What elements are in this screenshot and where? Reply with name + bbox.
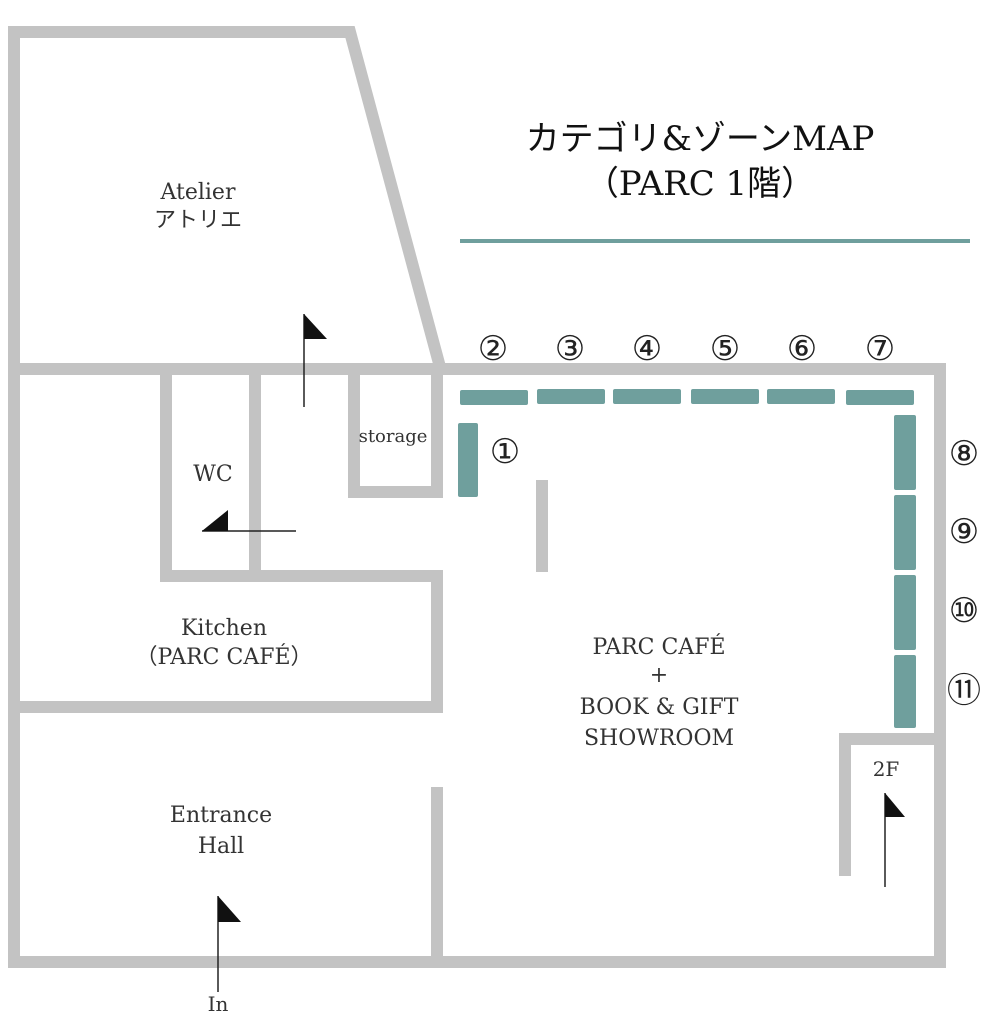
entry-label: In — [208, 992, 229, 1016]
shelf-zone-1 — [458, 423, 478, 497]
zone-number-9: ⑨ — [949, 512, 979, 552]
shelf-zone-10 — [894, 575, 916, 650]
main-hall-label-line4: SHOWROOM — [584, 726, 734, 751]
entrance-label-line1: Entrance — [170, 803, 272, 828]
shelf-zone-7 — [846, 390, 914, 405]
zone-number-6: ⑥ — [787, 329, 817, 369]
zone-number-3: ③ — [555, 329, 585, 369]
atelier-label-jp: アトリエ — [154, 208, 242, 233]
walls — [8, 26, 946, 968]
shelves — [458, 389, 916, 728]
storage-label: storage — [359, 426, 428, 447]
zone-number-7: ⑦ — [865, 329, 895, 369]
atelier-label-en: Atelier — [160, 180, 236, 205]
zone-number-8: ⑧ — [949, 434, 979, 474]
entrance-flag-icon — [217, 896, 241, 992]
main-hall-label-line1: PARC CAFÉ — [592, 633, 725, 660]
shelf-zone-8 — [894, 415, 916, 490]
zone-number-5: ⑤ — [710, 329, 740, 369]
shelf-zone-11 — [894, 655, 916, 728]
stairs-up-flag-icon — [884, 793, 905, 887]
room-labels: Atelier アトリエ WC storage Kitchen （PARC CA… — [135, 180, 899, 1016]
zone-numbers: ① ② ③ ④ ⑤ ⑥ ⑦ ⑧ ⑨ ⑩ ⑪ — [478, 329, 981, 711]
entrance-label-line2: Hall — [198, 834, 244, 859]
main-hall-label-line2: + — [650, 663, 668, 688]
zone-number-2: ② — [478, 329, 508, 369]
kitchen-label-line2: （PARC CAFÉ） — [135, 643, 312, 670]
wc-entry-flag-icon — [202, 510, 296, 532]
zone-number-11: ⑪ — [947, 671, 981, 711]
shelf-zone-4 — [613, 389, 681, 404]
shelf-zone-6 — [767, 389, 835, 404]
shelf-zone-5 — [691, 389, 759, 404]
shelf-zone-2 — [460, 390, 528, 405]
main-hall-label-line3: BOOK & GIFT — [580, 695, 739, 720]
map-title-line2: （PARC 1階） — [585, 164, 815, 204]
wc-label: WC — [193, 462, 232, 487]
zone-number-4: ④ — [632, 329, 662, 369]
kitchen-label-line1: Kitchen — [181, 616, 267, 641]
shelf-zone-3 — [537, 389, 605, 404]
zone-number-10: ⑩ — [949, 591, 979, 631]
upstairs-label: 2F — [873, 757, 900, 781]
shelf-zone-9 — [894, 495, 916, 570]
direction-flags — [202, 314, 905, 992]
atelier-entry-flag-icon — [303, 314, 327, 407]
map-title-line1: カテゴリ&ゾーンMAP — [526, 119, 875, 159]
zone-number-1: ① — [490, 432, 520, 472]
